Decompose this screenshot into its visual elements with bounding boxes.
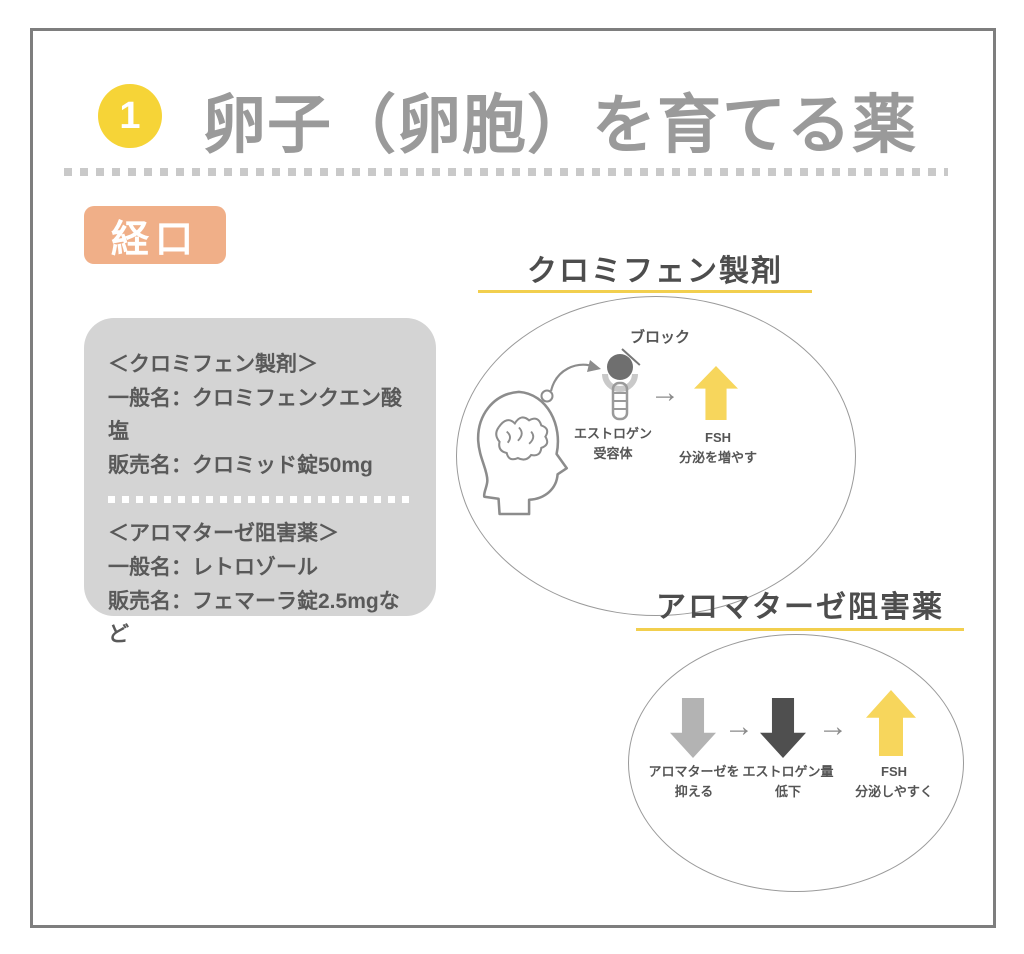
right-arrow-icon: → — [724, 710, 754, 743]
drug-group-heading: ＜クロミフェン製剤＞ — [108, 353, 318, 376]
number-badge: 1 — [98, 84, 162, 148]
clomiphene-heading-underline — [478, 290, 812, 293]
oral-route-badge: 経口 — [84, 206, 226, 264]
oral-route-badge-label: 経口 — [110, 218, 199, 261]
number-badge-text: 1 — [119, 94, 141, 137]
block-annotation: ブロック — [630, 329, 691, 346]
aromatase-step1-label: アロマターゼを 抑える — [648, 764, 740, 799]
right-arrow-icon: → — [818, 710, 848, 743]
aromatase-heading-underline — [636, 628, 964, 631]
drug-generic-name: 一般名：クロミフェンクエン酸塩 — [108, 386, 402, 444]
drug-brand-name: 販売名：クロミッド錠50mg — [108, 453, 373, 477]
aromatase-diagram-circle — [628, 634, 964, 892]
estrogen-receptor-label: エストロゲン 受容体 — [573, 426, 652, 461]
aromatase-step3-label: FSH 分泌しやすく — [855, 764, 933, 799]
fsh-increase-label: FSH 分泌を増やす — [678, 430, 757, 465]
signal-curved-arrow-icon — [540, 360, 601, 403]
drug-group-heading: ＜アロマターゼ阻害薬＞ — [108, 522, 339, 546]
clomiphene-diagram-circle — [456, 296, 856, 616]
drug-brand-name: 販売名：フェマーラ錠2.5mgなど — [108, 589, 400, 647]
estrogen-receptor-icon — [602, 354, 638, 421]
head-brain-icon — [476, 390, 569, 516]
page-title: 卵子（卵胞）を育てる薬 — [202, 89, 917, 161]
drug-generic-name: 一般名：レトロゾール — [108, 555, 318, 579]
aromatase-section-heading: アロマターゼ阻害薬 — [656, 591, 944, 624]
title-dotted-divider — [64, 168, 948, 176]
clomiphene-section-heading: クロミフェン製剤 — [527, 255, 783, 288]
right-arrow-icon: → — [650, 376, 680, 409]
aromatase-step2-label: エストロゲン量 低下 — [742, 764, 834, 799]
drug-info-box: ＜クロミフェン製剤＞ 一般名：クロミフェンクエン酸塩 販売名：クロミッド錠50m… — [84, 318, 436, 646]
info-box-dotted-divider — [108, 496, 412, 504]
